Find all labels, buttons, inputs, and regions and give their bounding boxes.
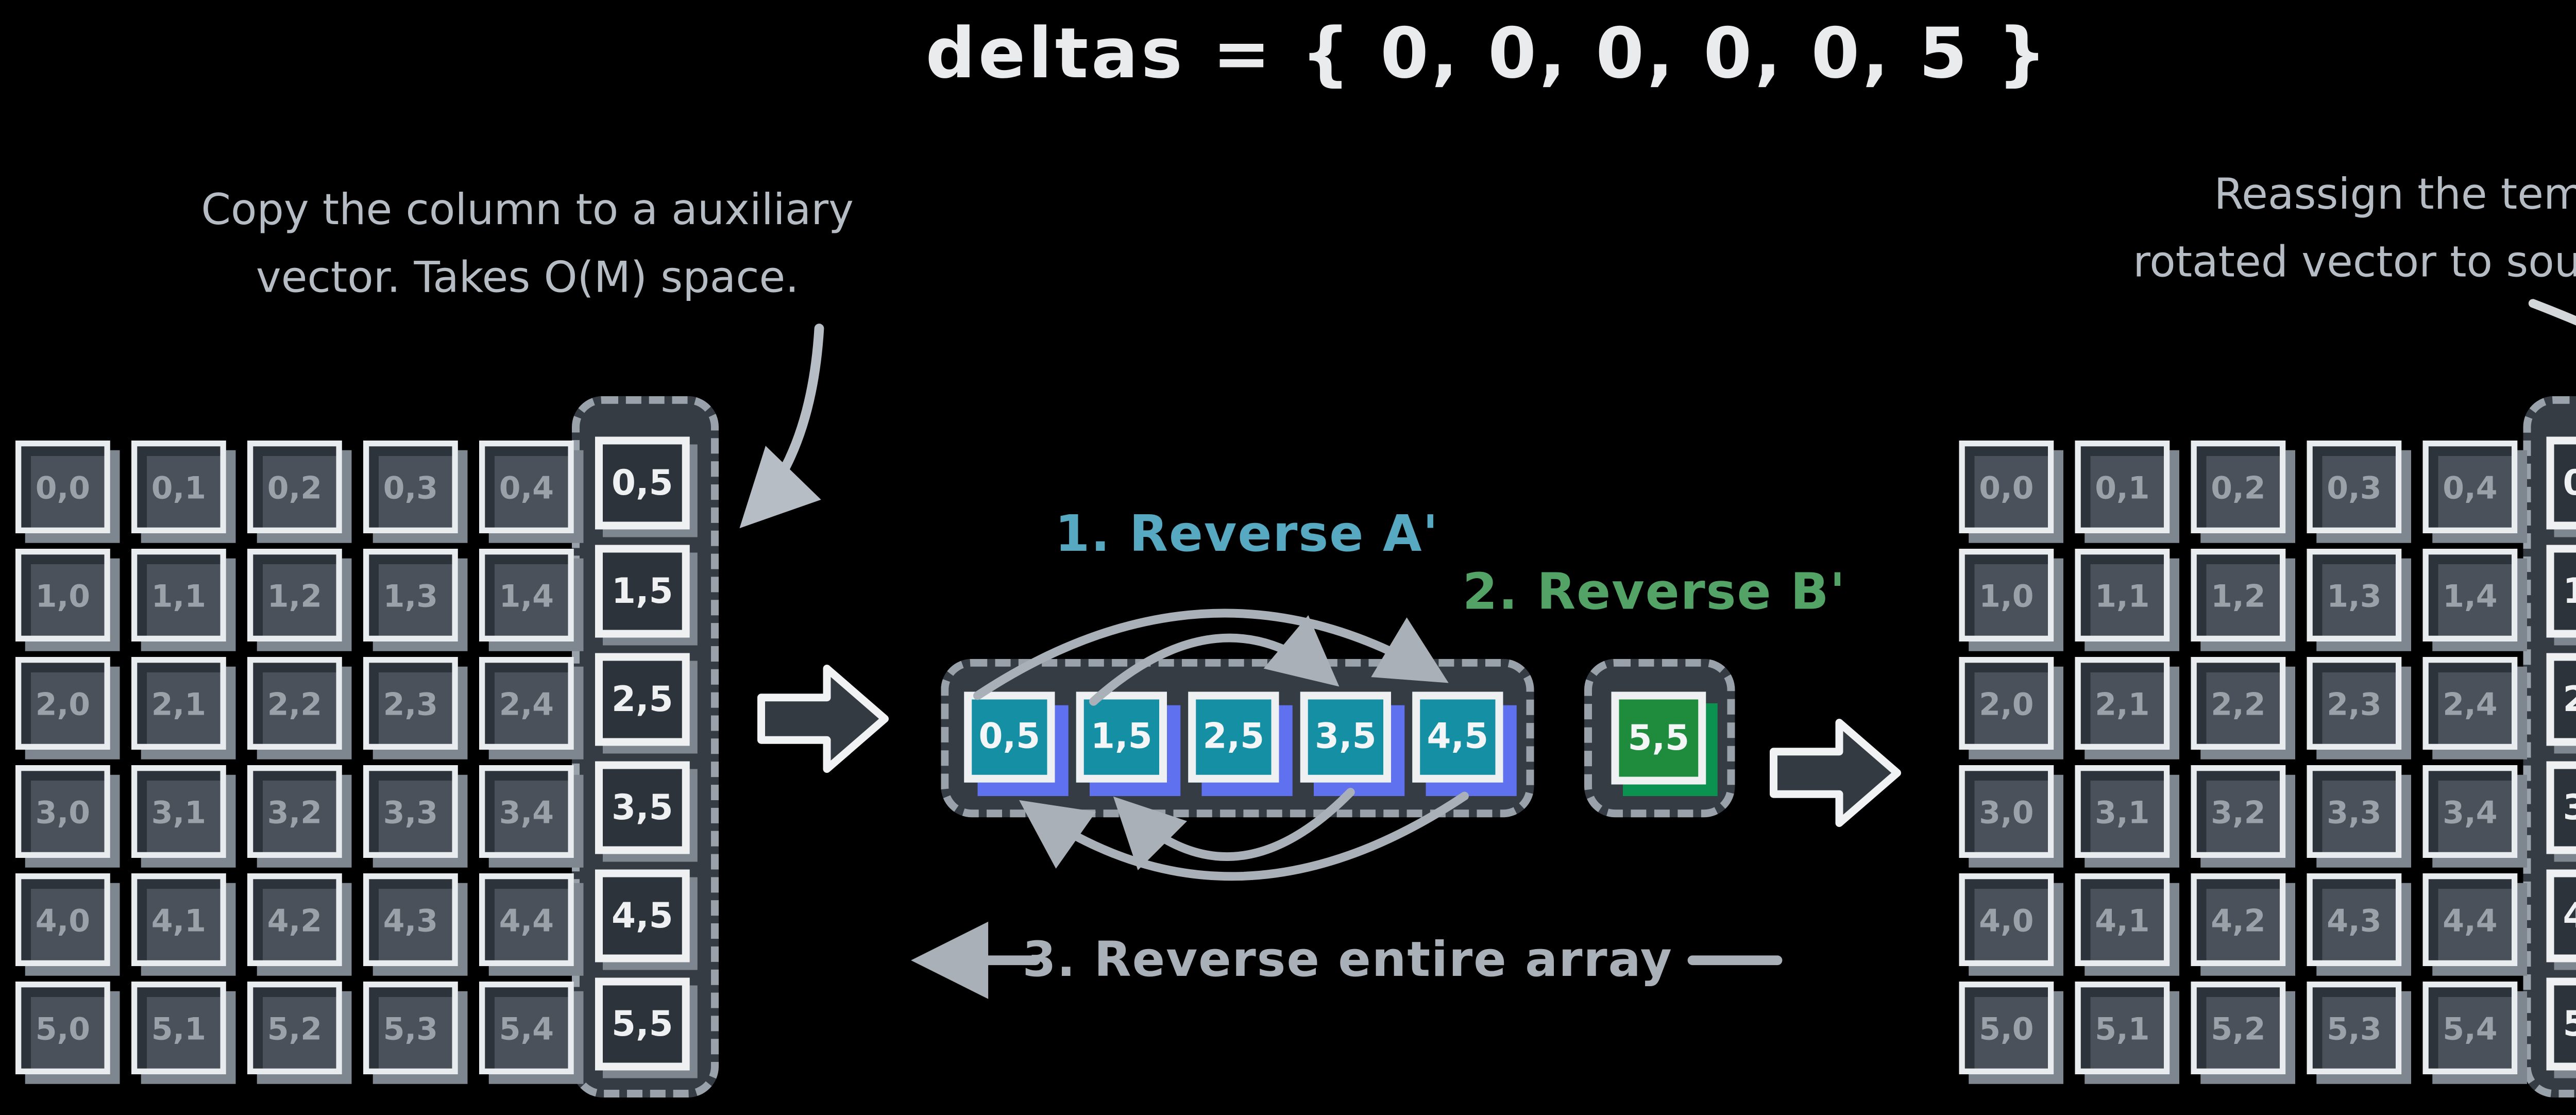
result-matrix-cell: 4,2 xyxy=(2191,873,2286,966)
right-aux-cell: 2,5 xyxy=(2546,653,2576,746)
source-matrix-cell: 1,0 xyxy=(15,549,110,641)
source-matrix-cell: 0,2 xyxy=(247,441,342,533)
result-matrix-cell: 1,2 xyxy=(2191,549,2286,641)
right-aux-cell: 4,5 xyxy=(2546,869,2576,962)
result-matrix-cell: 5,1 xyxy=(2075,982,2170,1074)
temp-array-a-cell: 2,5 xyxy=(1188,691,1279,783)
right-aux-cell: 3,5 xyxy=(2546,761,2576,854)
note-reassign-line1: Reassign the temporary xyxy=(2214,172,2576,221)
left-aux-cell: 4,5 xyxy=(595,869,690,962)
flow-arrow-2 xyxy=(1770,719,1901,827)
temp-array-b-cell: 5,5 xyxy=(1611,691,1706,785)
left-aux-cell: 0,5 xyxy=(595,436,690,530)
right-aux-cell: 1,5 xyxy=(2546,545,2576,638)
note-copy-column: Copy the column to a auxiliary vector. T… xyxy=(151,178,905,313)
source-matrix-cell: 5,1 xyxy=(131,982,226,1074)
temp-array-a-cell: 0,5 xyxy=(964,691,1055,783)
source-matrix-cell: 2,0 xyxy=(15,657,110,750)
result-matrix-cell: 4,1 xyxy=(2075,873,2170,966)
label-reverse-b: 2. Reverse B' xyxy=(1462,564,1846,622)
source-matrix-cell: 2,4 xyxy=(479,657,574,750)
result-matrix-cell: 0,3 xyxy=(2307,441,2402,533)
result-matrix-cell: 2,3 xyxy=(2307,657,2402,750)
source-matrix-cell: 5,4 xyxy=(479,982,574,1074)
note-copy-column-line1: Copy the column to a auxiliary xyxy=(201,187,854,236)
source-matrix-cell: 0,1 xyxy=(131,441,226,533)
result-matrix-cell: 1,0 xyxy=(1959,549,2054,641)
source-matrix-cell: 2,1 xyxy=(131,657,226,750)
source-matrix-cell: 2,3 xyxy=(363,657,458,750)
result-matrix-cell: 2,4 xyxy=(2422,657,2518,750)
source-matrix-cell: 3,2 xyxy=(247,765,342,858)
source-matrix-cell: 0,0 xyxy=(15,441,110,533)
source-matrix-cell: 1,2 xyxy=(247,549,342,641)
label-reverse-a: 1. Reverse A' xyxy=(1055,506,1439,565)
right-aux-cell: 5,5 xyxy=(2546,977,2576,1071)
source-matrix-cell: 4,0 xyxy=(15,873,110,966)
source-matrix-cell: 5,2 xyxy=(247,982,342,1074)
note-copy-arrow xyxy=(739,324,824,529)
result-matrix-cell: 4,4 xyxy=(2422,873,2518,966)
left-aux-cell: 3,5 xyxy=(595,761,690,854)
result-matrix-cell: 3,2 xyxy=(2191,765,2286,858)
result-matrix-cell: 0,4 xyxy=(2422,441,2518,533)
source-matrix-cell: 3,1 xyxy=(131,765,226,858)
flow-arrow-1 xyxy=(757,665,889,773)
result-matrix-cell: 5,0 xyxy=(1959,982,2054,1074)
result-matrix-cell: 4,0 xyxy=(1959,873,2054,966)
source-matrix-cell: 4,4 xyxy=(479,873,574,966)
result-matrix-cell: 1,3 xyxy=(2307,549,2402,641)
result-matrix-cell: 5,3 xyxy=(2307,982,2402,1074)
page-title: deltas = { 0, 0, 0, 0, 0, 5 } xyxy=(925,15,2050,95)
source-matrix-cell: 1,3 xyxy=(363,549,458,641)
source-matrix-cell: 3,3 xyxy=(363,765,458,858)
source-matrix-cell: 3,0 xyxy=(15,765,110,858)
result-matrix-cell: 5,2 xyxy=(2191,982,2286,1074)
left-aux-cell: 5,5 xyxy=(595,977,690,1071)
source-matrix-cell: 1,4 xyxy=(479,549,574,641)
note-reassign-arrow xyxy=(2528,299,2576,326)
temp-array-b-container xyxy=(1584,658,1735,818)
note-reassign: Reassign the temporary rotated vector to… xyxy=(1967,162,2576,298)
result-matrix-cell: 1,4 xyxy=(2422,549,2518,641)
source-matrix-cell: 1,1 xyxy=(131,549,226,641)
result-matrix-cell: 5,4 xyxy=(2422,982,2518,1074)
label-reverse-entire: 3. Reverse entire array xyxy=(1022,931,1673,988)
right-aux-cell: 0,5 xyxy=(2546,436,2576,530)
temp-array-a-cell: 3,5 xyxy=(1300,691,1391,783)
result-matrix-cell: 0,2 xyxy=(2191,441,2286,533)
result-matrix-cell: 2,2 xyxy=(2191,657,2286,750)
result-matrix-cell: 3,1 xyxy=(2075,765,2170,858)
result-matrix-cell: 3,4 xyxy=(2422,765,2518,858)
left-aux-cell: 1,5 xyxy=(595,545,690,638)
result-matrix-cell: 2,1 xyxy=(2075,657,2170,750)
result-matrix-cell: 0,1 xyxy=(2075,441,2170,533)
source-matrix-cell: 4,3 xyxy=(363,873,458,966)
note-reassign-line2: rotated vector to source vector. xyxy=(2133,240,2576,288)
result-matrix-cell: 4,3 xyxy=(2307,873,2402,966)
result-matrix-cell: 3,3 xyxy=(2307,765,2402,858)
source-matrix-cell: 4,1 xyxy=(131,873,226,966)
result-matrix-cell: 3,0 xyxy=(1959,765,2054,858)
temp-array-a-cell: 1,5 xyxy=(1076,691,1167,783)
temp-array-a-cell: 4,5 xyxy=(1412,691,1503,783)
source-matrix-cell: 0,4 xyxy=(479,441,574,533)
source-matrix-cell: 2,2 xyxy=(247,657,342,750)
source-matrix-cell: 5,0 xyxy=(15,982,110,1074)
result-matrix-cell: 2,0 xyxy=(1959,657,2054,750)
left-aux-cell: 2,5 xyxy=(595,653,690,746)
source-matrix-cell: 5,3 xyxy=(363,982,458,1074)
note-copy-column-line2: vector. Takes O(M) space. xyxy=(256,255,799,303)
source-matrix-cell: 3,4 xyxy=(479,765,574,858)
result-matrix-cell: 0,0 xyxy=(1959,441,2054,533)
source-matrix-cell: 4,2 xyxy=(247,873,342,966)
result-matrix-cell: 1,1 xyxy=(2075,549,2170,641)
source-matrix-cell: 0,3 xyxy=(363,441,458,533)
